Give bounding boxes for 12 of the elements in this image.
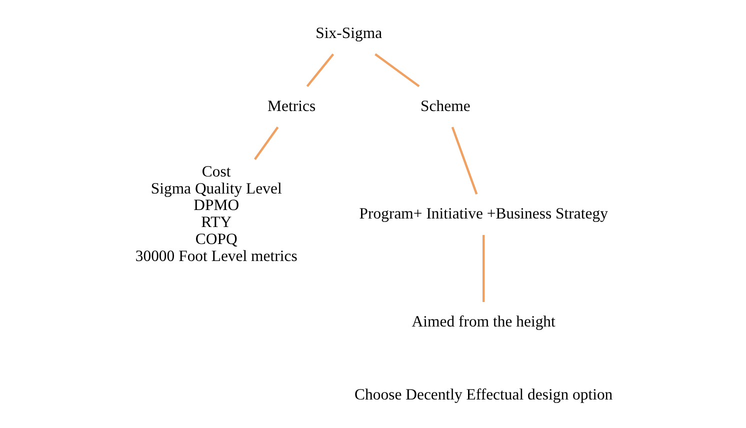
connector — [306, 52, 334, 86]
node-text: Metrics — [268, 97, 316, 114]
label: Choose Decently Effectual design option — [354, 386, 613, 403]
connector — [482, 234, 485, 302]
node-text: Program+ Initiative +Business Strategy — [359, 205, 608, 222]
node-text: Scheme — [420, 97, 470, 114]
node-text: Cost Sigma Quality Level DPMO RTY COPQ 30000 Foot Level metrics — [135, 163, 298, 264]
connector — [374, 52, 420, 87]
node-text: Six-Sigma — [316, 24, 382, 42]
connector — [451, 126, 478, 194]
connector — [254, 126, 279, 160]
node-text: Aimed from the height — [412, 312, 556, 330]
